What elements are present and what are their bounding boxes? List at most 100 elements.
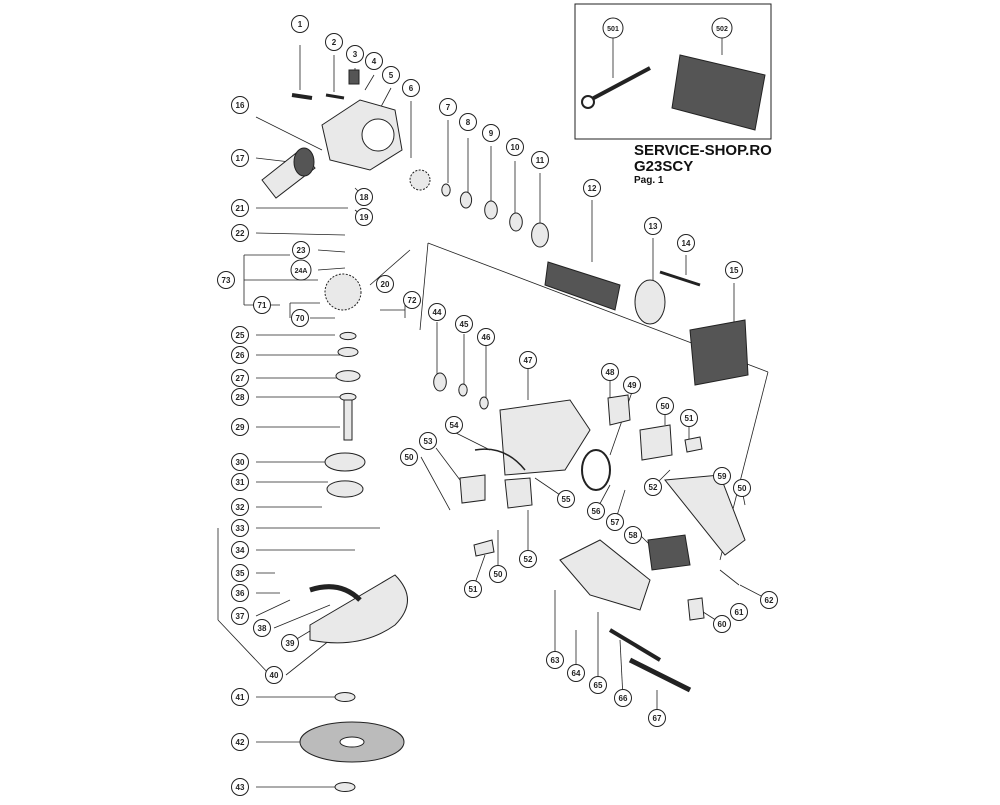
part-badge-circle: [400, 448, 418, 466]
part-badge-circle: [677, 234, 695, 252]
part-badge-22: 22: [231, 224, 249, 242]
part-badge-71: 71: [253, 296, 271, 314]
leader-line: [255, 232, 346, 236]
cord-armor-shape: [608, 628, 662, 662]
washer-shape: [334, 782, 356, 792]
model-title: G23SCY: [634, 158, 694, 175]
part-number-label: 44: [433, 308, 442, 317]
part-badge-28: 28: [231, 388, 249, 406]
part-badge-circle: [601, 363, 619, 381]
part-number-label: 42: [236, 738, 245, 747]
part-badge-circle: [231, 388, 249, 406]
part-badge-circle: [231, 346, 249, 364]
part-badge-circle: [355, 208, 373, 226]
part-badge-circle: [587, 502, 605, 520]
part-badge-33: 33: [231, 519, 249, 537]
part-badge-circle: [231, 418, 249, 436]
part-badge-circle: [402, 79, 420, 97]
part-badge-9: 9: [482, 124, 500, 142]
part-badge-circle: [583, 179, 601, 197]
bearing-shape: [459, 191, 473, 209]
part-badge-21: 21: [231, 199, 249, 217]
part-number-label: 26: [236, 351, 245, 360]
part-badge-circle: [231, 96, 249, 114]
part-badge-circle: [606, 513, 624, 531]
part-number-label: 59: [718, 472, 727, 481]
part-badge-61: 61: [730, 603, 748, 621]
part-number-label: 13: [649, 222, 658, 231]
leader-line: [255, 599, 291, 617]
washer-shape: [337, 347, 359, 357]
part-badge-19: 19: [355, 208, 373, 226]
power-cord-plug-shape: [628, 657, 692, 693]
part-number-label: 65: [594, 681, 603, 690]
part-badge-circle: [680, 409, 698, 427]
part-badge-65: 65: [589, 676, 607, 694]
part-badge-3: 3: [346, 45, 364, 63]
part-badge-circle: [419, 432, 437, 450]
part-badge-59: 59: [713, 467, 731, 485]
part-number-label: 35: [236, 569, 245, 578]
carbon-brush-shape: [473, 539, 495, 557]
part-number-label: 64: [572, 669, 581, 678]
part-badge-circle: [291, 309, 309, 327]
part-badge-62: 62: [760, 591, 778, 609]
part-badge-circle: [725, 261, 743, 279]
wheel-hub-shape: [339, 736, 365, 748]
stator-screw-shape: [659, 270, 701, 287]
part-number-label: 57: [611, 518, 620, 527]
part-badge-circle: [713, 467, 731, 485]
part-number-label: 18: [360, 193, 369, 202]
part-badge-50: 50: [400, 448, 418, 466]
part-number-label: 39: [286, 639, 295, 648]
part-badge-56: 56: [587, 502, 605, 520]
part-badge-circle: [265, 666, 283, 684]
part-badge-51: 51: [464, 580, 482, 598]
part-badge-circle: [567, 664, 585, 682]
part-badge-circle: [292, 241, 310, 259]
leader-line: [255, 157, 291, 163]
part-badge-42: 42: [231, 733, 249, 751]
part-number-label: 16: [236, 101, 245, 110]
part-badge-30: 30: [231, 453, 249, 471]
case-shape: [671, 54, 766, 131]
part-badge-circle: [231, 733, 249, 751]
part-badge-circle: [519, 351, 537, 369]
part-badge-1: 1: [291, 15, 309, 33]
part-badge-20: 20: [376, 275, 394, 293]
part-badge-circle: [231, 199, 249, 217]
part-badge-55: 55: [557, 490, 575, 508]
part-badge-circle: [656, 397, 674, 415]
brush-cover-shape: [459, 474, 486, 504]
part-badge-25: 25: [231, 326, 249, 344]
armature-shape: [544, 261, 621, 311]
part-badge-circle: [217, 271, 235, 289]
bevel-gear-shape: [324, 273, 362, 311]
part-badge-circle: [231, 607, 249, 625]
part-badge-circle: [291, 15, 309, 33]
part-badge-52: 52: [519, 550, 537, 568]
part-number-label: 31: [236, 478, 245, 487]
part-number-label: 41: [236, 693, 245, 702]
leader-line: [719, 569, 740, 586]
part-number-label: 71: [258, 301, 267, 310]
part-badge-circle: [346, 45, 364, 63]
part-badge-44: 44: [428, 303, 446, 321]
part-badge-circle: [355, 188, 373, 206]
brush-holder-shape: [639, 424, 673, 461]
part-number-label: 32: [236, 503, 245, 512]
part-badge-circle: [445, 416, 463, 434]
part-number-label: 52: [524, 555, 533, 564]
part-badge-66: 66: [614, 689, 632, 707]
part-badge-circle: [231, 519, 249, 537]
wheel-guard-shape: [309, 574, 408, 644]
part-number-label: 28: [236, 393, 245, 402]
part-number-label: 19: [360, 213, 369, 222]
part-badge-circle: [459, 113, 477, 131]
part-badge-32: 32: [231, 498, 249, 516]
part-number-label: 52: [649, 483, 658, 492]
part-number-label: 50: [494, 570, 503, 579]
part-badge-circle: [439, 98, 457, 116]
side-handle-grip-shape: [293, 147, 315, 177]
part-number-label: 67: [653, 714, 662, 723]
